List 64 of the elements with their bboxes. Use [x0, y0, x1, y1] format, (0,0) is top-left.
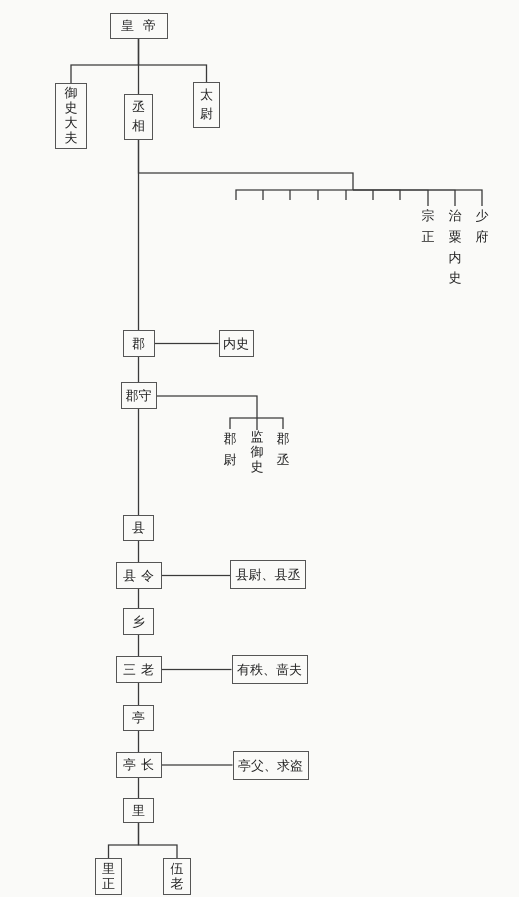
- office-box: [218, 330, 254, 357]
- office-label: 里正: [102, 862, 115, 892]
- office-label: 亭: [132, 710, 145, 726]
- office-label: 郡丞: [276, 430, 290, 469]
- connector-line: [138, 589, 140, 608]
- connector-line: [162, 668, 232, 670]
- connector-line: [138, 409, 140, 515]
- office-label: 县尉、县丞: [236, 566, 300, 582]
- office-box: [122, 330, 154, 357]
- office-label: 丞相: [132, 98, 145, 135]
- connector-line: [256, 418, 258, 430]
- office-label: 皇帝: [120, 18, 166, 34]
- office-box: [163, 858, 191, 895]
- office-box: [232, 751, 308, 780]
- office-box: [110, 13, 168, 39]
- office-label: 里: [132, 802, 145, 818]
- office-label: 内史: [223, 336, 249, 352]
- office-label: 伍老: [170, 862, 184, 892]
- office-box: [123, 705, 154, 731]
- connector-line: [138, 541, 140, 562]
- connector-line: [257, 417, 284, 429]
- office-label: 宗正: [422, 207, 434, 246]
- connector-line: [154, 342, 218, 344]
- connector-line: [353, 189, 483, 206]
- connector-line: [138, 140, 140, 330]
- office-label: 监御史: [250, 430, 264, 475]
- office-label: 御史大夫: [64, 86, 78, 146]
- office-box: [124, 94, 153, 140]
- office-box: [55, 83, 87, 149]
- connector-line: [138, 823, 178, 858]
- office-label: 太尉: [200, 86, 213, 123]
- office-box: [123, 798, 154, 823]
- connector-line: [229, 417, 257, 429]
- office-box: [95, 858, 122, 895]
- connector-line: [162, 764, 232, 766]
- office-box: [116, 562, 162, 589]
- office-label: 郡尉: [224, 430, 236, 469]
- office-label: 郡守: [126, 388, 152, 404]
- connector-line: [156, 395, 258, 418]
- office-box: [116, 656, 162, 683]
- office-label: 三老: [122, 662, 158, 678]
- office-label: 乡: [132, 614, 145, 630]
- office-label: 治粟内史: [448, 207, 462, 288]
- office-box: [123, 515, 154, 541]
- office-box: [230, 560, 306, 589]
- connector-line: [138, 39, 208, 82]
- office-label: 县令: [122, 568, 158, 584]
- office-box: [120, 382, 156, 409]
- office-box: [193, 82, 220, 128]
- connector-line: [138, 731, 140, 752]
- connector-line: [138, 778, 140, 798]
- connector-line: [138, 357, 140, 382]
- office-label: 郡: [132, 336, 145, 352]
- office-box: [123, 608, 154, 635]
- office-label: 亭父、求盗: [238, 758, 303, 774]
- office-label: 有秩、啬夫: [237, 662, 302, 678]
- office-box: [232, 655, 308, 684]
- office-label: 亭长: [122, 757, 158, 773]
- office-label: 县: [132, 520, 145, 536]
- office-box: [116, 752, 162, 778]
- office-label: 少府: [476, 207, 488, 246]
- connector-line: [138, 683, 140, 705]
- connector-line: [162, 574, 230, 576]
- connector-line: [138, 635, 140, 656]
